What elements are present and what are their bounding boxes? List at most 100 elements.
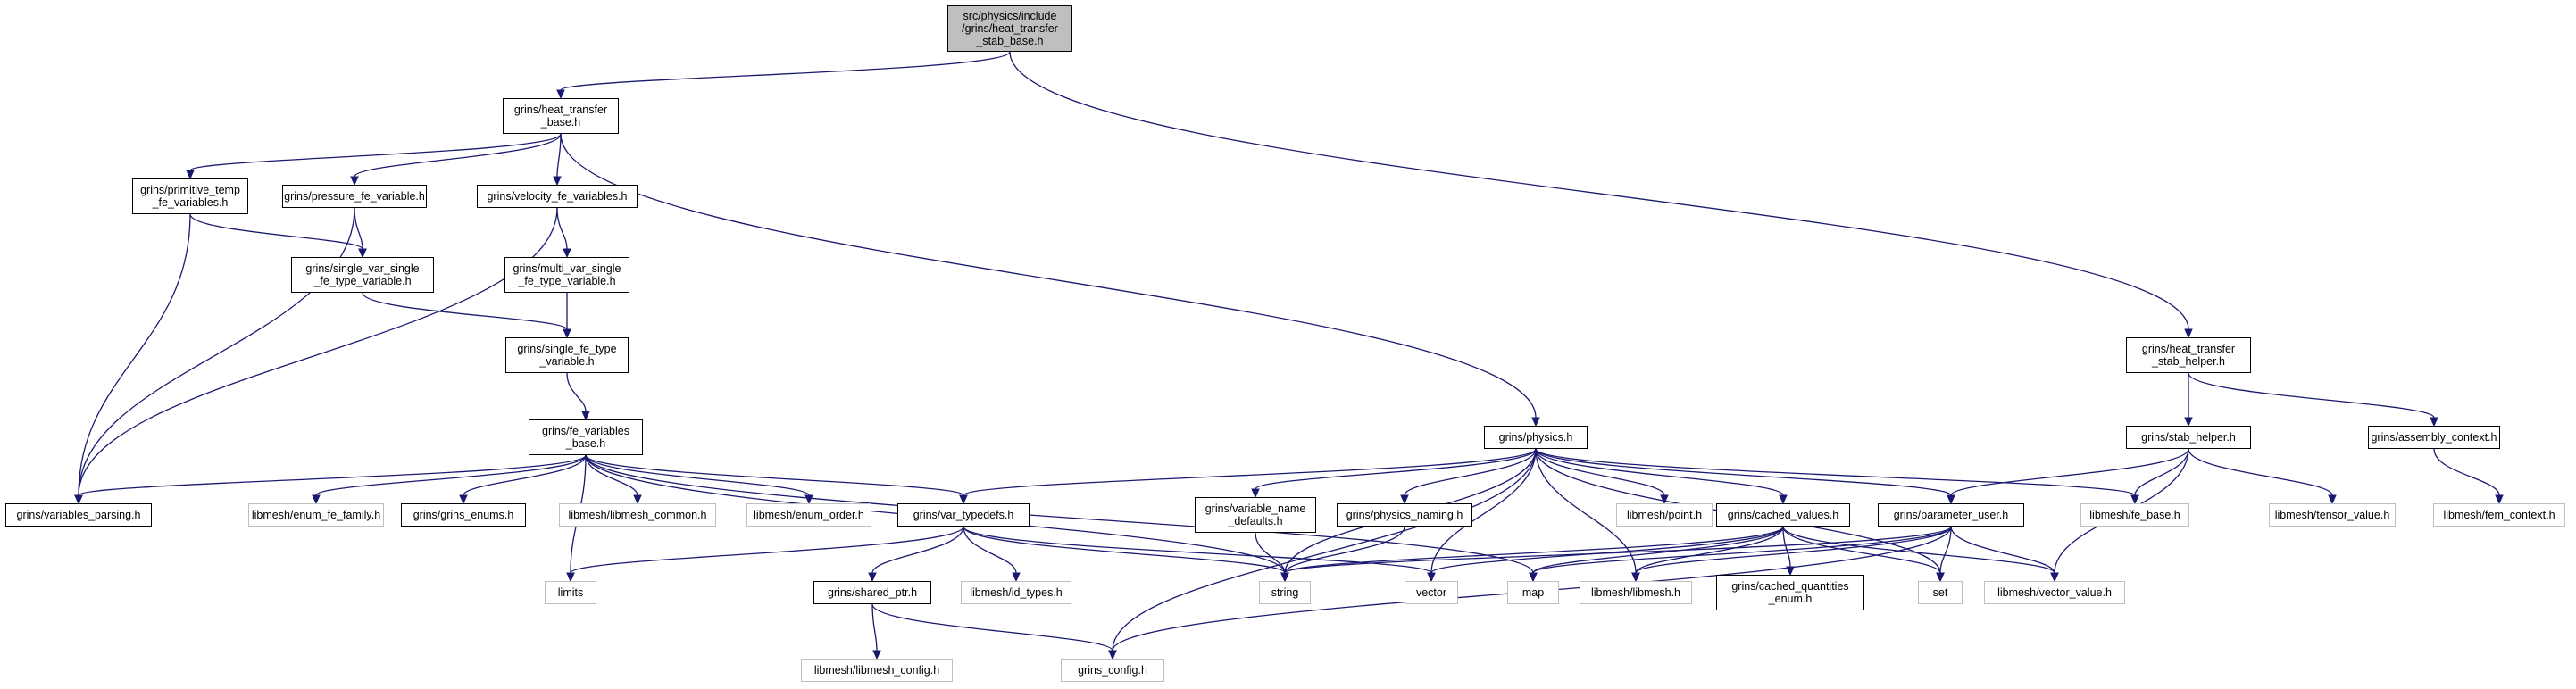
arrowhead-hts-to-asmc [2430,417,2438,428]
arrowhead-phys-to-vnd [1251,488,1260,499]
arrowhead-fevb-to-eff [312,494,321,505]
node-lml: libmesh/libmesh.h [1580,581,1692,604]
node-hts[interactable]: grins/heat_transfer _stab_helper.h [2126,337,2251,373]
arrowhead-phys-to-vt [959,494,968,505]
edge-phys-to-pn [1404,448,1537,496]
arrowhead-pu-to-str [1280,572,1289,583]
edge-fevb-to-vp [78,454,587,496]
edge-pu-to-lml [1635,526,1952,574]
node-vnd[interactable]: grins/variable_name _defaults.h [1195,497,1316,533]
arrowhead-sfe-to-fevb [581,411,590,421]
edge-cv-to-str [1284,526,1784,574]
node-phys[interactable]: grins/physics.h [1484,426,1588,449]
arrowhead-stabh-to-vv [2050,572,2059,583]
edge-fevb-to-ge [463,454,587,496]
arrowhead-fevb-to-ge [459,494,468,505]
node-set: set [1918,581,1963,604]
edge-svs-to-sfe [362,292,568,330]
edge-asmc-to-femc [2433,448,2500,496]
edge-phys-to-pu [1535,448,1952,496]
edge-htb-to-vfev [556,133,562,178]
node-cqe[interactable]: grins/cached_quantities _enum.h [1716,575,1864,610]
node-femc: libmesh/fem_context.h [2433,503,2565,527]
arrowhead-hts-to-stabh [2184,417,2193,428]
edge-phys-to-cv [1535,448,1784,496]
arrowhead-htb-to-phys [1531,417,1540,428]
node-pt: libmesh/point.h [1616,503,1713,527]
edge-sp-to-gc [871,603,1113,652]
edge-pu-to-map [1532,526,1952,574]
node-stabh[interactable]: grins/stab_helper.h [2126,426,2251,449]
edge-prim-to-vp [78,213,191,496]
arrowhead-fevb-to-vp [74,494,83,505]
edge-phys-to-pt [1535,448,1665,496]
arrowhead-root-to-htb [556,89,565,100]
node-vv: libmesh/vector_value.h [1984,581,2125,604]
edge-stabh-to-feb [2134,448,2189,496]
edge-htb-to-pfev [354,133,562,178]
edge-sp-to-lmcfg [871,603,878,652]
node-asmc[interactable]: grins/assembly_context.h [2368,426,2500,449]
node-vfev[interactable]: grins/velocity_fe_variables.h [477,185,638,208]
node-vt[interactable]: grins/var_typedefs.h [897,503,1030,527]
edge-vt-to-lim [570,526,964,574]
node-ge[interactable]: grins/grins_enums.h [401,503,526,527]
edge-root-to-hts [1009,51,2189,330]
edge-cv-to-vv [1782,526,2055,574]
node-cv[interactable]: grins/cached_values.h [1716,503,1850,527]
node-gc: grins_config.h [1061,659,1164,682]
node-htb[interactable]: grins/heat_transfer _base.h [503,98,619,134]
node-prim[interactable]: grins/primitive_temp _fe_variables.h [132,178,248,214]
node-root[interactable]: src/physics/include /grins/heat_transfer… [947,5,1072,52]
edge-stabh-to-pu [1950,448,2189,496]
node-str: string [1259,581,1311,604]
node-vp[interactable]: grins/variables_parsing.h [5,503,152,527]
arrowhead-root-to-hts [2184,328,2193,339]
node-eff: libmesh/enum_fe_family.h [248,503,384,527]
edge-fevb-to-eo [585,454,810,496]
edge-pn-to-str [1284,526,1405,574]
edge-htb-to-phys [560,133,1537,419]
edge-fevb-to-map [585,454,1534,574]
arrowhead-stabh-to-tv [2328,494,2337,505]
edge-cv-to-vec [1430,526,1784,574]
edge-hts-to-asmc [2188,372,2435,419]
edge-pu-to-set [1939,526,1952,574]
node-fevb[interactable]: grins/fe_variables _base.h [529,419,643,455]
edge-fevb-to-eff [315,454,587,496]
node-lmcfg: libmesh/libmesh_config.h [801,659,953,682]
edge-vt-to-str [963,526,1286,574]
edge-phys-to-feb [1535,448,2136,496]
arrowhead-vt-to-sp [868,572,877,583]
arrowhead-pu-to-map [1529,572,1538,583]
node-tv: libmesh/tensor_value.h [2269,503,2396,527]
node-sfe[interactable]: grins/single_fe_type _variable.h [505,337,629,373]
edge-vfev-to-vp [78,207,558,496]
edge-phys-to-vec [1430,448,1537,574]
edge-prim-to-svs [189,213,363,250]
arrowhead-fevb-to-eo [804,494,813,505]
arrowhead-vfev-to-mvs [563,248,571,259]
node-map: map [1507,581,1559,604]
node-svs[interactable]: grins/single_var_single _fe_type_variabl… [291,257,434,293]
node-pu[interactable]: grins/parameter_user.h [1878,503,2024,527]
node-mvs[interactable]: grins/multi_var_single _fe_type_variable… [504,257,629,293]
edge-phys-to-vt [963,448,1537,496]
arrowhead-sp-to-gc [1108,650,1117,660]
arrowhead-phys-to-cv [1779,494,1788,505]
node-sp[interactable]: grins/shared_ptr.h [813,581,931,604]
node-pfev[interactable]: grins/pressure_fe_variable.h [282,185,427,208]
edge-cv-to-map [1532,526,1784,574]
edge-phys-to-vnd [1255,448,1537,490]
arrowhead-asmc-to-femc [2495,494,2504,505]
edge-cv-to-lml [1635,526,1784,574]
edge-pfev-to-vp [78,207,355,496]
node-feb: libmesh/fe_base.h [2080,503,2189,527]
arrowhead-phys-to-pn [1400,494,1409,505]
node-eo: libmesh/enum_order.h [746,503,871,527]
edge-pfev-to-svs [354,207,363,250]
node-pn[interactable]: grins/physics_naming.h [1337,503,1472,527]
arrowhead-pfev-to-svs [358,248,367,259]
edge-pu-to-vv [1950,526,2055,574]
